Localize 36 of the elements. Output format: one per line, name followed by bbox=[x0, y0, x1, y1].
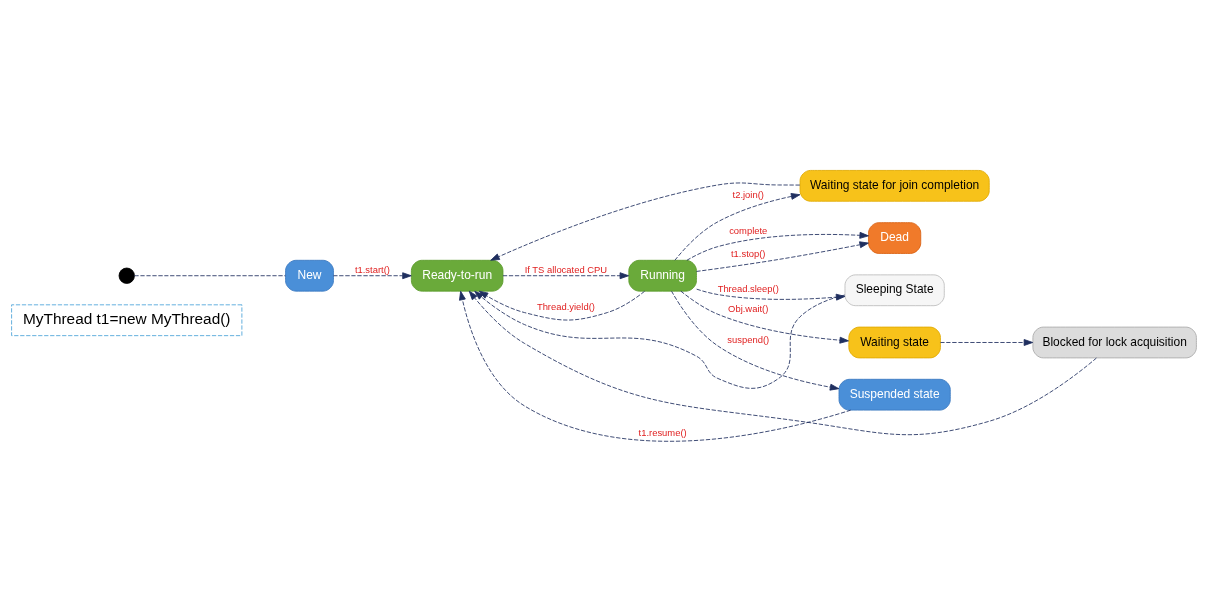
node-box: Waiting state bbox=[848, 326, 941, 359]
connector bbox=[134, 275, 286, 277]
arrow bbox=[696, 288, 846, 301]
node-box: Dead bbox=[868, 222, 922, 254]
node-box: Ready-to-run bbox=[410, 259, 504, 292]
edge-label: t2.join() bbox=[732, 188, 764, 200]
arrow bbox=[459, 290, 852, 442]
arrow bbox=[490, 182, 801, 261]
node-circle bbox=[118, 267, 135, 284]
edge-label: t1.stop() bbox=[730, 247, 766, 259]
edge-label: complete bbox=[729, 225, 768, 237]
arrow bbox=[478, 290, 645, 321]
arrow bbox=[333, 272, 412, 280]
node-box: Sleeping State bbox=[844, 274, 945, 307]
node-box: Blocked for lock acquisition bbox=[1032, 326, 1197, 359]
edge-label: t1.resume() bbox=[638, 427, 687, 439]
arrow bbox=[696, 241, 869, 272]
edge-label: Obj.wait() bbox=[728, 302, 769, 314]
edge-label: Thread.yield() bbox=[536, 300, 595, 312]
edge-label: t1.start() bbox=[354, 263, 390, 275]
arrow bbox=[674, 193, 801, 261]
arrow bbox=[671, 290, 840, 391]
arrow bbox=[940, 339, 1034, 346]
arrow bbox=[680, 290, 849, 344]
arrow bbox=[468, 290, 1097, 436]
node-box: MyThread t1=new MyThread() bbox=[11, 304, 243, 337]
arrow bbox=[502, 272, 630, 280]
node-box: New bbox=[285, 259, 334, 292]
edge-label: Thread.sleep() bbox=[717, 282, 779, 294]
node-box: Suspended state bbox=[838, 378, 951, 411]
arrow bbox=[474, 290, 846, 389]
arrow bbox=[686, 231, 869, 261]
edge-label: If TS allocated CPU bbox=[524, 263, 608, 275]
edge-label: suspend() bbox=[727, 334, 770, 346]
node-box: Running bbox=[628, 259, 697, 292]
node-box: Waiting state for join completion bbox=[799, 170, 990, 202]
